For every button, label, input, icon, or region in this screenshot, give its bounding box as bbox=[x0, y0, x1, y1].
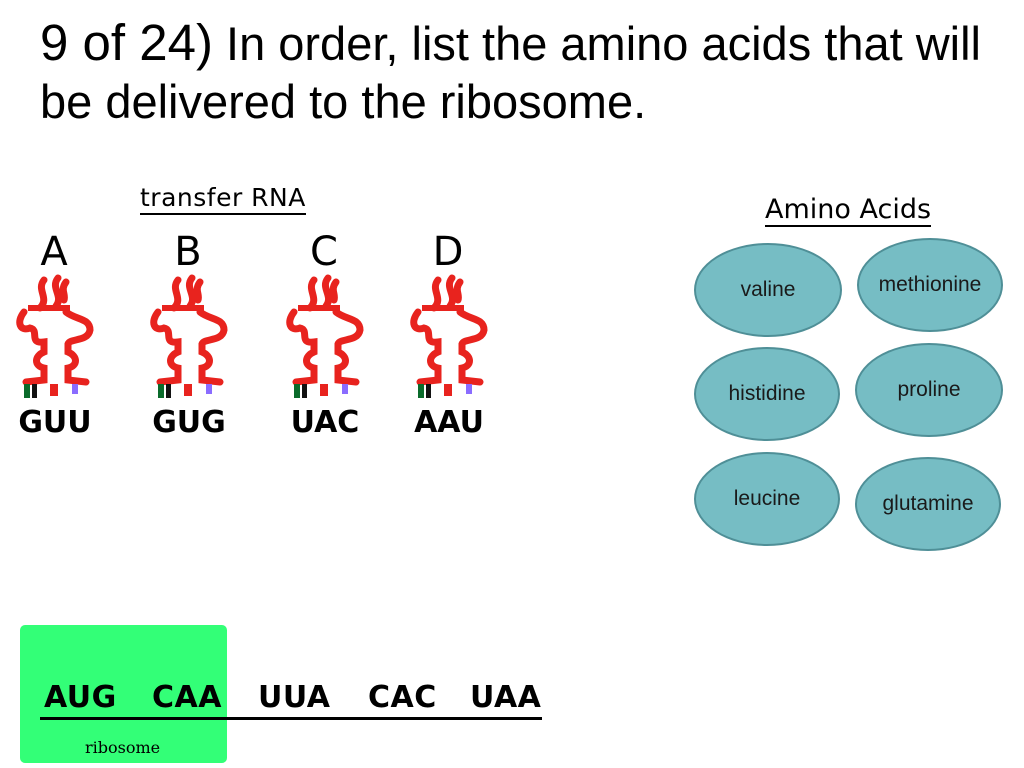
trna-anticodon: GUG bbox=[152, 405, 226, 440]
trna-letter: C bbox=[310, 229, 338, 275]
trna-shape-icon bbox=[286, 274, 364, 398]
mrna-codon: UAA bbox=[470, 680, 542, 715]
slide-title: 9 of 24) In order, list the amino acids … bbox=[40, 14, 1010, 131]
trna-anticodon: AAU bbox=[414, 405, 484, 440]
mrna-codon: UUA bbox=[258, 680, 331, 715]
ribosome bbox=[20, 625, 227, 763]
amino-acid-proline: proline bbox=[855, 343, 1003, 437]
trna-anticodon: GUU bbox=[18, 405, 92, 440]
amino-acid-valine: valine bbox=[694, 243, 842, 337]
mrna-codon: CAC bbox=[368, 680, 437, 715]
trna-c: C UAC bbox=[284, 230, 374, 445]
trna-d: D AAU bbox=[408, 230, 498, 445]
trna-heading: transfer RNA bbox=[140, 183, 306, 215]
amino-acid-histidine: histidine bbox=[694, 347, 840, 441]
trna-a: A GUU bbox=[14, 230, 104, 445]
slide-number: 9 of 24) bbox=[40, 14, 213, 71]
amino-acid-methionine: methionine bbox=[857, 238, 1003, 332]
trna-shape-icon bbox=[410, 274, 488, 398]
trna-letter: A bbox=[40, 229, 68, 275]
trna-letter: B bbox=[174, 229, 202, 275]
amino-acids-heading: Amino Acids bbox=[765, 194, 932, 227]
trna-shape-icon bbox=[16, 274, 94, 398]
mrna-codon: CAA bbox=[152, 680, 222, 715]
trna-letter: D bbox=[432, 229, 464, 275]
trna-b: B GUG bbox=[148, 230, 238, 445]
trna-anticodon: UAC bbox=[290, 405, 360, 440]
amino-acid-glutamine: glutamine bbox=[855, 457, 1001, 551]
ribosome-label: ribosome bbox=[85, 738, 161, 757]
amino-acid-leucine: leucine bbox=[694, 452, 840, 546]
mrna-codon: AUG bbox=[44, 680, 117, 715]
mrna-strand bbox=[40, 717, 542, 720]
question-text: In order, list the amino acids that will… bbox=[40, 17, 981, 128]
trna-shape-icon bbox=[150, 274, 228, 398]
